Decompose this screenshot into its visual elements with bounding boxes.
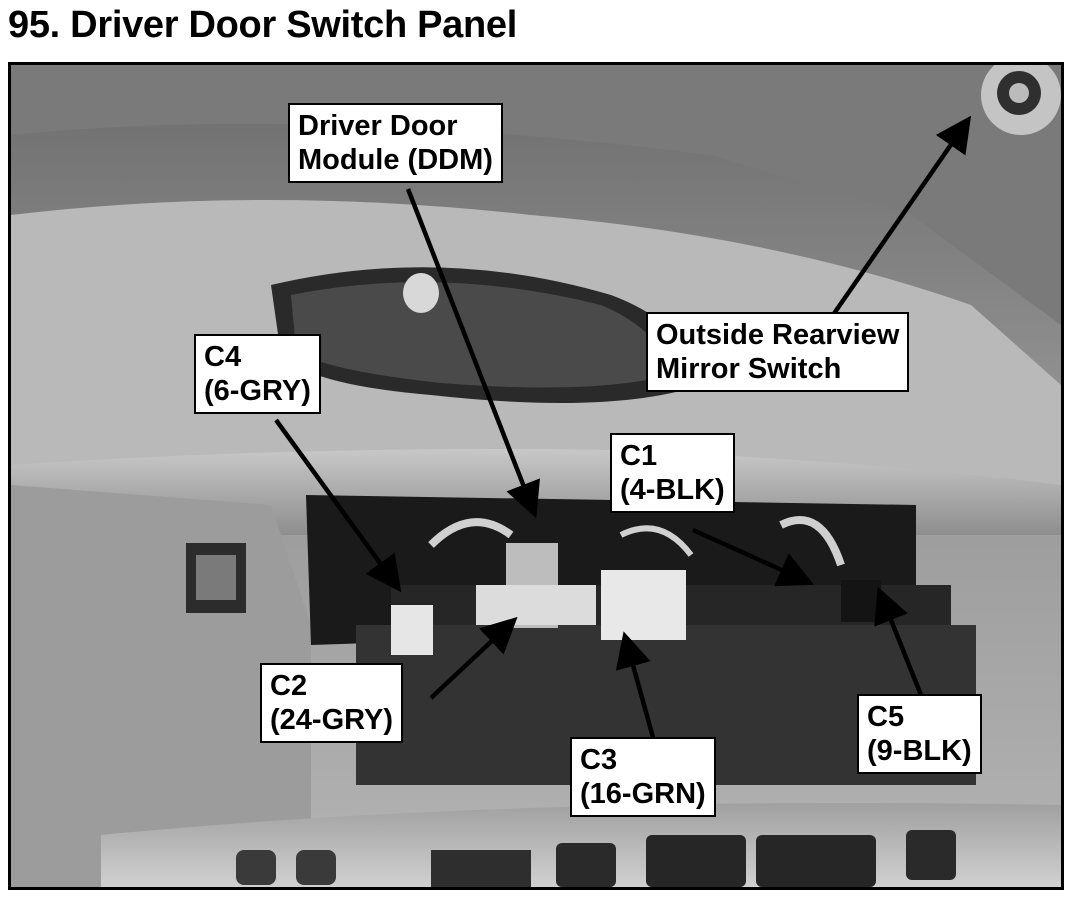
callout-mirror-line1: Outside Rearview <box>656 319 900 351</box>
callout-c5: C5 (9-BLK) <box>857 694 982 774</box>
page-title: 95. Driver Door Switch Panel <box>8 4 517 46</box>
callout-c5-line2: (9-BLK) <box>867 735 972 767</box>
door-panel-photo <box>8 62 1064 890</box>
callout-c3-line1: C3 <box>580 744 618 776</box>
callout-c1-line1: C1 <box>620 440 658 472</box>
callout-c4-line1: C4 <box>204 341 242 373</box>
callout-c3: C3 (16-GRN) <box>570 737 716 817</box>
callout-c3-line2: (16-GRN) <box>580 778 706 810</box>
callout-c1-line2: (4-BLK) <box>620 474 725 506</box>
callout-c2-line1: C2 <box>270 670 308 702</box>
callout-ddm: Driver Door Module (DDM) <box>288 103 503 183</box>
callout-c4-line2: (6-GRY) <box>204 375 311 407</box>
callout-mirror-line2: Mirror Switch <box>656 353 842 385</box>
callout-mirror: Outside Rearview Mirror Switch <box>646 312 910 392</box>
callout-ddm-line2: Module (DDM) <box>298 144 493 176</box>
callout-c2-line2: (24-GRY) <box>270 704 393 736</box>
callout-c2: C2 (24-GRY) <box>260 663 403 743</box>
callout-c1: C1 (4-BLK) <box>610 433 735 513</box>
callout-ddm-line1: Driver Door <box>298 110 458 142</box>
callout-c5-line1: C5 <box>867 701 905 733</box>
callout-c4: C4 (6-GRY) <box>194 334 321 414</box>
